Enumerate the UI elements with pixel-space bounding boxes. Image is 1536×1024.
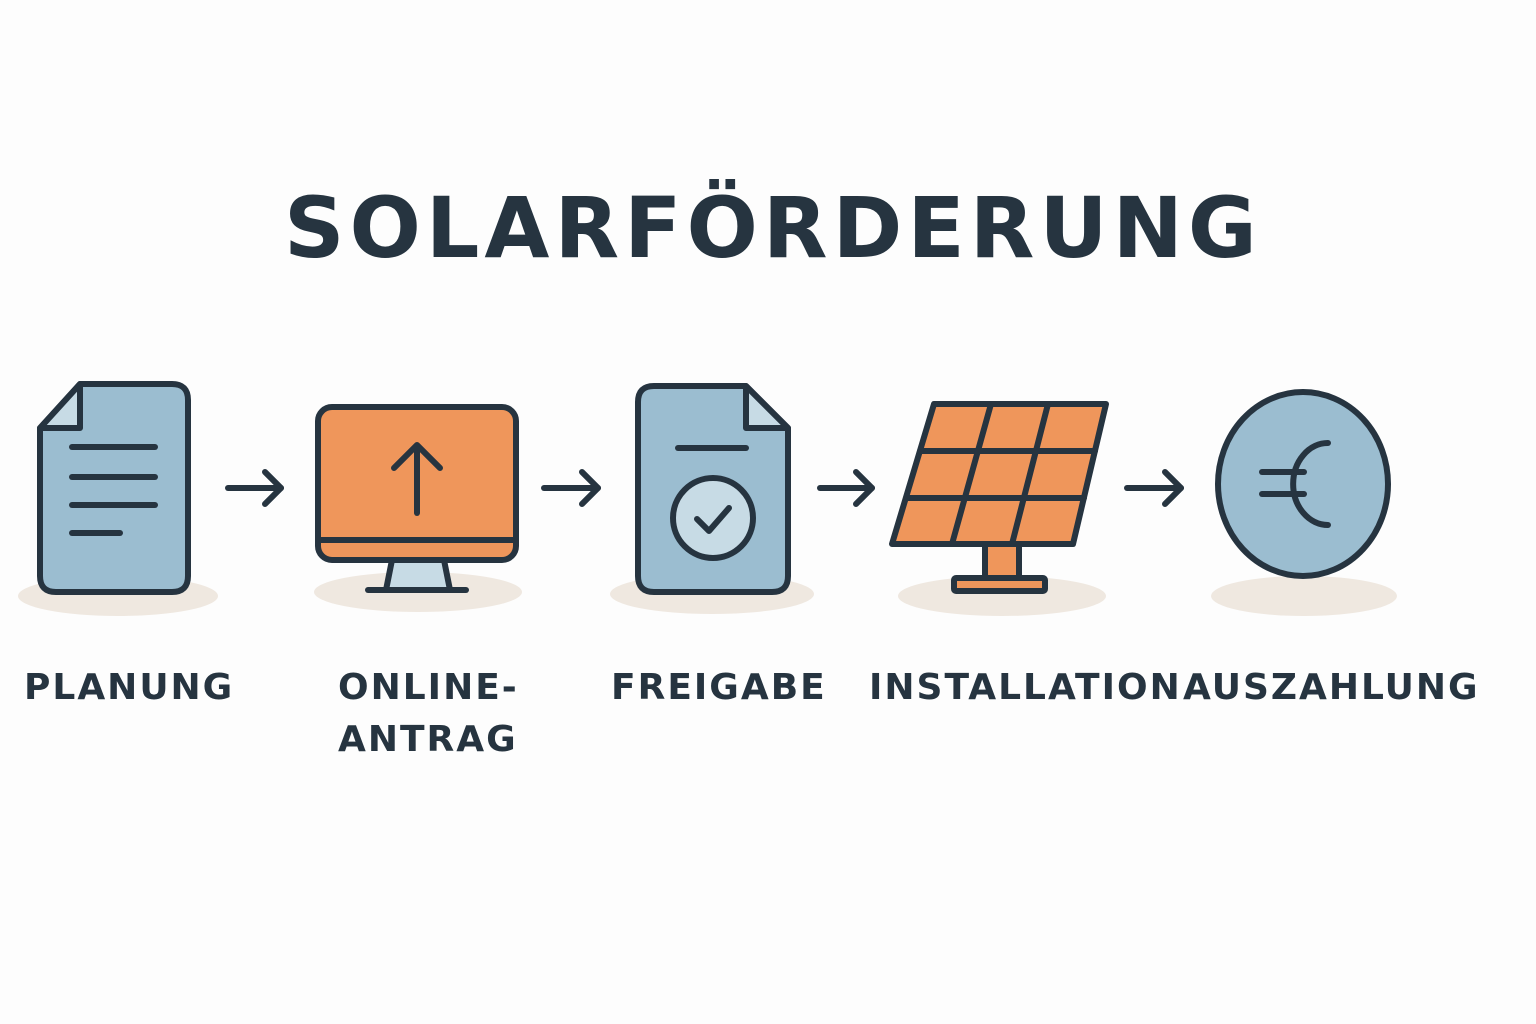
step-label-planung: PLANUNG: [24, 667, 235, 708]
step-label-online-antrag: ONLINE- ANTRAG: [338, 667, 519, 760]
euro-coin-icon: [1215, 389, 1391, 579]
diagram-title: SOLARFÖRDERUNG: [284, 179, 1262, 277]
arrow-right-icon: [225, 469, 284, 507]
arrow-right-icon: [817, 469, 875, 507]
solar-panel-icon: [889, 401, 1109, 594]
step-label-installation: INSTALLATION: [869, 667, 1182, 708]
approved-document-icon: [635, 383, 791, 595]
document-icon: [37, 381, 191, 595]
shadow: [1211, 576, 1397, 616]
shadow: [898, 576, 1106, 616]
step-label-auszahlung: AUSZAHLUNG: [1183, 667, 1480, 708]
monitor-upload-icon: [315, 404, 519, 593]
arrow-right-icon: [541, 469, 601, 507]
arrow-right-icon: [1124, 469, 1184, 507]
step-label-freigabe: FREIGABE: [611, 667, 827, 708]
